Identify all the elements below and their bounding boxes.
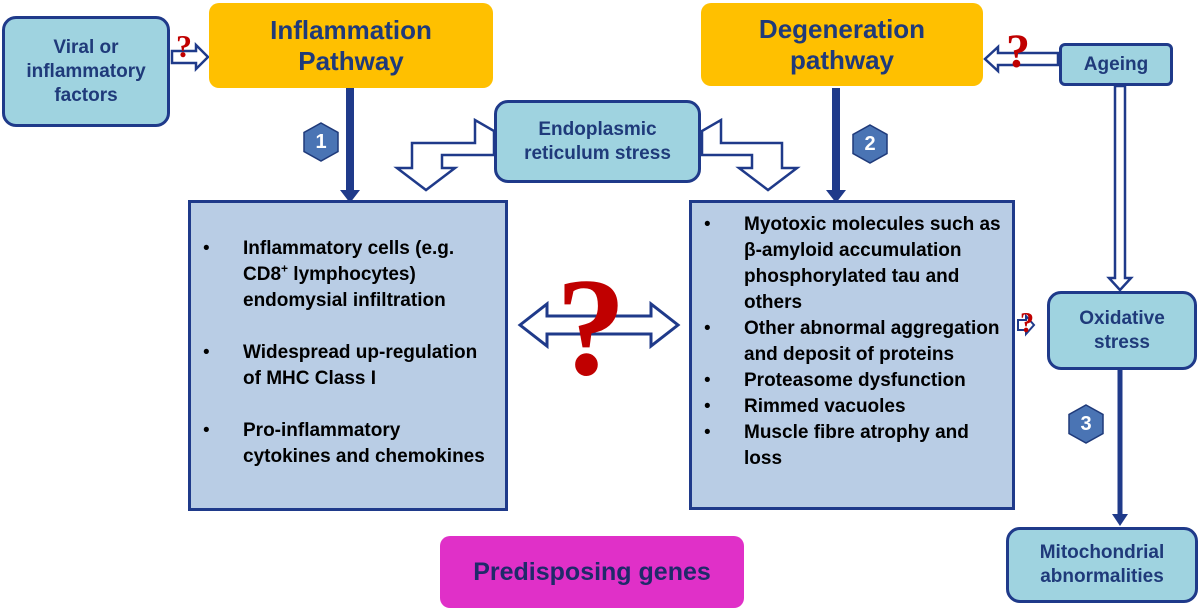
central-double-hollow-arrow (517, 300, 681, 350)
ageing-box: Ageing (1059, 43, 1173, 86)
mitochondrial-box: Mitochondrial abnormalities (1006, 527, 1198, 603)
inflammation-item-cells-text-a: Inflammatory cells (e.g. CD8 (243, 238, 455, 285)
inflammation-item-cytokines: Pro-inflammatory cytokines and chemokine… (191, 418, 491, 470)
inflammation-item-cells-text-b: lymphocytes) endomysial infiltration (243, 264, 446, 311)
ageing-hollow-arrow (983, 44, 1060, 74)
inflammation-pathway-box: Inflammation Pathway (209, 3, 493, 88)
badge-3-hexagon (1068, 404, 1104, 444)
inflammation-pathway-label: Inflammation Pathway (270, 14, 432, 76)
badge-2-label: 2 (864, 132, 876, 155)
degeneration-item-myotoxic: Myotoxic molecules such as β-amyloid acc… (692, 212, 1004, 316)
viral-factors-box: Viral or inflammatory factors (2, 16, 170, 127)
degeneration-item-aggregation: Other abnormal aggregation and deposit o… (692, 316, 1004, 368)
inflammation-item-mhc: Widespread up-regulation of MHC Class I (191, 340, 491, 392)
er-left-hollow-arrow (393, 117, 496, 192)
ageing-oxidative-hollow-arrow (1106, 84, 1134, 292)
oxidative-stress-label: Oxidative stress (1079, 307, 1165, 353)
predisposing-genes-label: Predisposing genes (473, 557, 711, 586)
question-mark-viral: ? (176, 28, 192, 64)
degeneration-pathway-label: Degeneration pathway (758, 13, 926, 75)
degeneration-item-vacuoles: Rimmed vacuoles (692, 394, 1004, 420)
degeneration-item-proteasome: Proteasome dysfunction (692, 368, 1004, 394)
question-mark-ageing: ? (1006, 25, 1030, 78)
badge-3-label: 3 (1080, 412, 1092, 435)
degeneration-details-box: Myotoxic molecules such as β-amyloid acc… (689, 200, 1015, 510)
degeneration-pathway-box: Degeneration pathway (701, 3, 983, 86)
viral-hollow-arrow (170, 41, 210, 73)
degeneration-down-arrowhead (826, 190, 846, 203)
inflammation-details-list: Inflammatory cells (e.g. CD8+ lymphocyte… (191, 236, 491, 470)
viral-factors-label: Viral or inflammatory factors (26, 36, 146, 106)
inflammation-down-arrowhead (340, 190, 360, 203)
er-right-hollow-arrow (700, 117, 801, 192)
inflammation-item-cells-sup: + (281, 261, 289, 276)
oxidative-stress-box: Oxidative stress (1047, 291, 1197, 370)
badge-3: 3 (1067, 404, 1105, 444)
mitochondrial-label: Mitochondrial abnormalities (1039, 542, 1165, 587)
er-stress-box: Endoplasmic reticulum stress (494, 100, 701, 183)
badge-1-label: 1 (315, 130, 327, 153)
predisposing-genes-box: Predisposing genes (440, 536, 744, 608)
degeneration-item-atrophy: Muscle fibre atrophy and loss (692, 420, 1004, 472)
badge-2-hexagon (852, 124, 888, 164)
inflammation-details-box: Inflammatory cells (e.g. CD8+ lymphocyte… (188, 200, 508, 511)
oxidative-down-arrowhead (1112, 514, 1128, 526)
question-mark-central: ? (556, 250, 626, 405)
degeneration-details-list: Myotoxic molecules such as β-amyloid acc… (692, 212, 1004, 472)
ageing-label: Ageing (1083, 53, 1149, 75)
badge-2: 2 (851, 124, 889, 164)
badge-1: 1 (302, 122, 340, 162)
inflammation-item-cells: Inflammatory cells (e.g. CD8+ lymphocyte… (191, 236, 491, 314)
er-stress-label: Endoplasmic reticulum stress (524, 118, 671, 164)
question-mark-oxidative: ? (1020, 308, 1034, 339)
badge-1-hexagon (303, 122, 339, 162)
oxidative-hollow-arrow (1017, 313, 1036, 337)
